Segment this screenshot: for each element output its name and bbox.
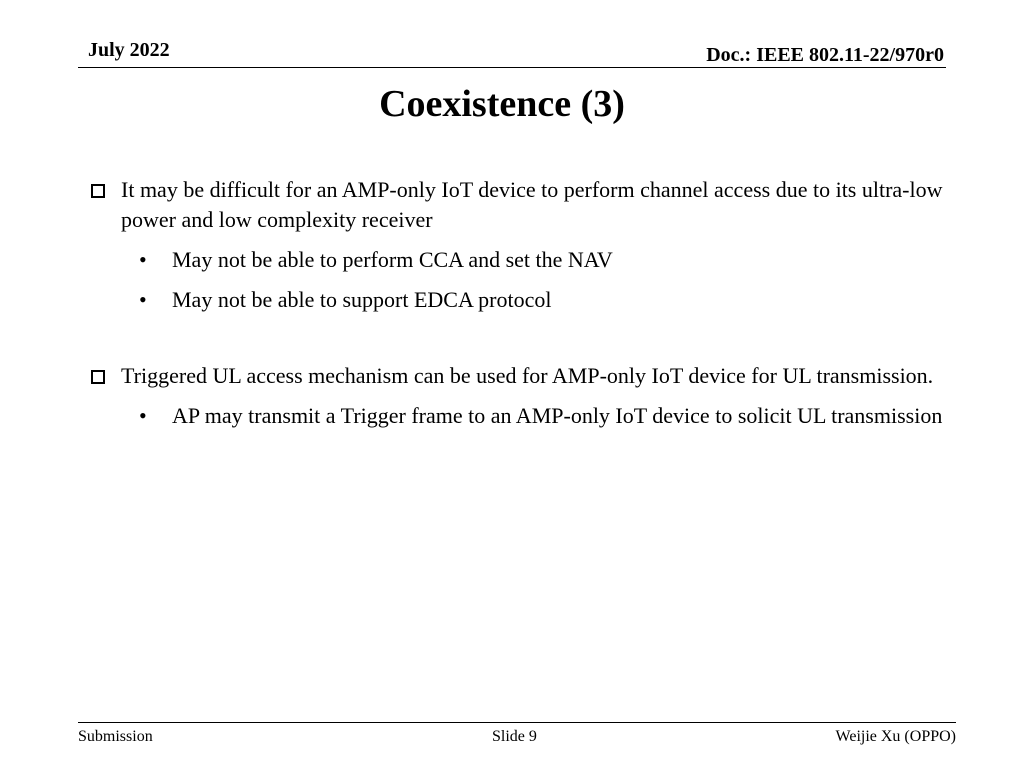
- header-divider: [78, 67, 946, 68]
- round-bullet-icon: •: [139, 403, 147, 428]
- sub-bullet-item: • AP may transmit a Trigger frame to an …: [88, 401, 960, 431]
- bullet-item: It may be difficult for an AMP-only IoT …: [88, 175, 960, 235]
- slide-title: Coexistence (3): [379, 83, 625, 125]
- round-bullet-icon: •: [139, 247, 147, 272]
- bullet-text: It may be difficult for an AMP-only IoT …: [121, 177, 943, 232]
- square-bullet-icon: [91, 184, 105, 198]
- sub-bullet-text: AP may transmit a Trigger frame to an AM…: [172, 403, 943, 428]
- footer-author: Weijie Xu (OPPO): [835, 728, 956, 745]
- slide-body: It may be difficult for an AMP-only IoT …: [88, 175, 960, 431]
- bullet-item: Triggered UL access mechanism can be use…: [88, 361, 960, 391]
- sub-bullet-item: • May not be able to perform CCA and set…: [88, 245, 960, 275]
- footer-submission: Submission: [78, 728, 153, 745]
- footer-slide-number: Slide 9: [492, 728, 537, 745]
- round-bullet-icon: •: [139, 287, 147, 312]
- header-date: July 2022: [88, 39, 170, 61]
- sub-bullet-text: May not be able to perform CCA and set t…: [172, 247, 613, 272]
- header-doc-number: Doc.: IEEE 802.11-22/970r0: [706, 44, 944, 66]
- sub-bullet-text: May not be able to support EDCA protocol: [172, 287, 552, 312]
- footer-divider: [78, 722, 956, 723]
- square-bullet-icon: [91, 370, 105, 384]
- sub-bullet-item: • May not be able to support EDCA protoc…: [88, 285, 960, 315]
- bullet-text: Triggered UL access mechanism can be use…: [121, 363, 934, 388]
